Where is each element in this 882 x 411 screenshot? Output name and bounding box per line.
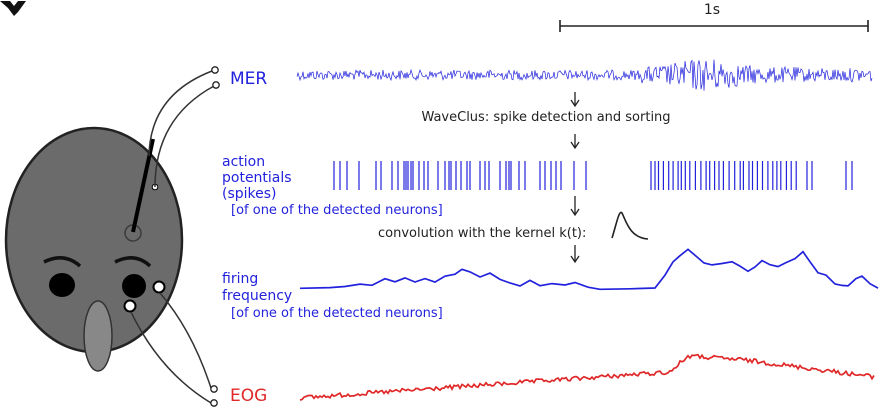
scale-bar bbox=[559, 20, 869, 32]
left-eyebrow bbox=[43, 256, 82, 268]
head-illustration bbox=[4, 126, 184, 372]
firing-frequency-trace bbox=[299, 248, 879, 291]
waveclus-step-text: WaveClus: spike detection and sorting bbox=[421, 110, 670, 125]
down-arrows bbox=[570, 92, 580, 264]
wire-eog-lower bbox=[130, 311, 212, 404]
wires bbox=[130, 70, 215, 404]
nose bbox=[83, 300, 113, 372]
eog-electrode-upper-icon bbox=[152, 280, 166, 294]
eog-label: EOG bbox=[230, 386, 267, 406]
mer-signal-trace bbox=[296, 59, 873, 91]
firing-frequency-label-line1: firing bbox=[222, 271, 258, 287]
down-arrow-icon bbox=[570, 92, 580, 108]
down-arrow-icon bbox=[570, 134, 580, 150]
right-eyebrow bbox=[114, 256, 152, 268]
terminal-eog-1 bbox=[210, 385, 218, 393]
convolution-step-text: convolution with the kernel k(t): bbox=[378, 226, 586, 241]
terminal-mer-2 bbox=[212, 81, 220, 89]
kernel-curve-icon bbox=[611, 211, 649, 240]
eog-electrode-lower-icon bbox=[123, 299, 137, 313]
wire-eog-upper bbox=[159, 292, 212, 389]
down-arrow-icon bbox=[570, 196, 580, 217]
left-eye bbox=[49, 273, 75, 297]
wire-terminals bbox=[210, 66, 220, 407]
scale-bar-label: 1s bbox=[704, 2, 720, 18]
mer-label: MER bbox=[230, 69, 267, 89]
action-potentials-label-line2: potentials bbox=[222, 170, 292, 186]
corner-glyph-fragment bbox=[0, 1, 26, 16]
terminal-eog-2 bbox=[210, 399, 218, 407]
action-potentials-label-line1: action bbox=[222, 154, 265, 170]
down-arrow-icon bbox=[570, 245, 580, 264]
wire-probe-lower bbox=[154, 85, 215, 188]
eog-signal-trace bbox=[299, 353, 875, 401]
action-potentials-label-line3: (spikes) bbox=[222, 186, 277, 202]
right-eye bbox=[122, 274, 146, 298]
firing-frequency-label-line2: frequency bbox=[222, 288, 292, 304]
spike-raster bbox=[333, 161, 853, 190]
action-potentials-label-line4: [of one of the detected neurons] bbox=[231, 203, 443, 218]
firing-frequency-label-line3: [of one of the detected neurons] bbox=[231, 306, 443, 321]
terminal-mer-1 bbox=[211, 66, 219, 74]
wire-probe-upper bbox=[148, 70, 213, 157]
